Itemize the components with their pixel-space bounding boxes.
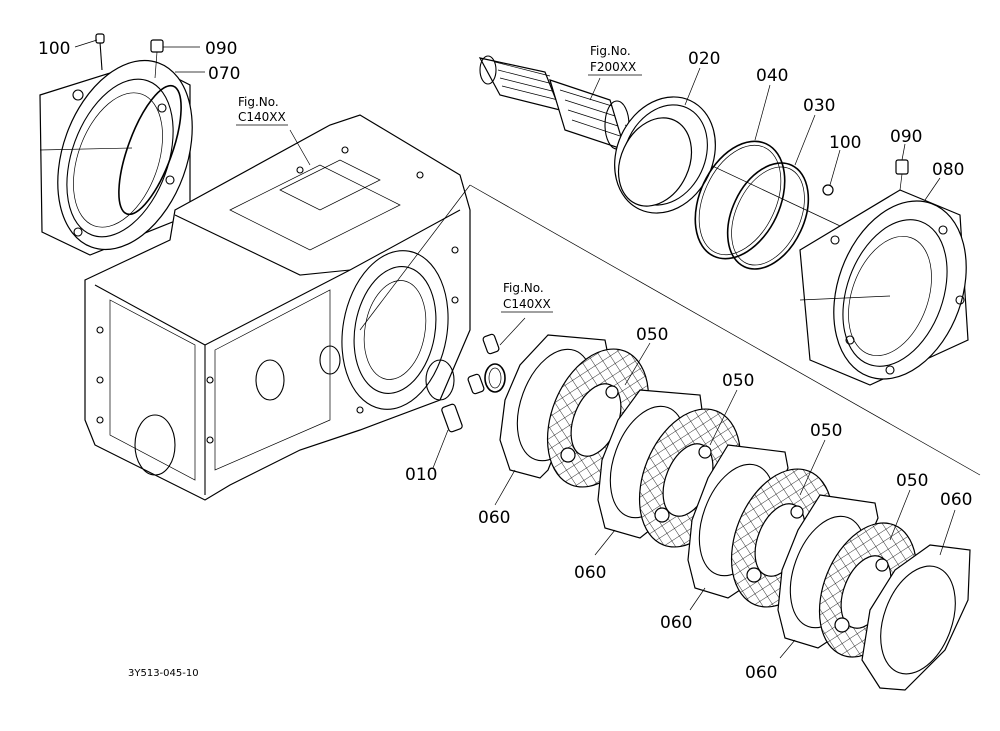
drawing-code: 3Y513-045-10 bbox=[128, 668, 199, 679]
callout-060: 060 bbox=[478, 508, 510, 528]
o-ring-040 bbox=[694, 140, 786, 260]
oil-seal-020 bbox=[614, 96, 716, 214]
callout-090: 090 bbox=[205, 39, 237, 59]
callout-080: 080 bbox=[932, 160, 964, 180]
fig-ref-number: C140XX bbox=[238, 110, 286, 124]
fig-ref-number: F200XX bbox=[590, 60, 636, 74]
o-ring-030 bbox=[726, 162, 810, 270]
callout-070: 070 bbox=[208, 64, 240, 84]
fig-ref-label: Fig.No. bbox=[590, 44, 631, 58]
callout-050: 050 bbox=[636, 325, 668, 345]
fig-ref-number: C140XX bbox=[503, 297, 551, 311]
callout-020: 020 bbox=[688, 49, 720, 69]
callout-050: 050 bbox=[896, 471, 928, 491]
brake-case-070 bbox=[39, 33, 193, 256]
fig-ref-label: Fig.No. bbox=[238, 95, 279, 109]
shaft-assembly bbox=[478, 55, 871, 241]
callout-090: 090 bbox=[890, 127, 922, 147]
callout-100: 100 bbox=[38, 39, 70, 59]
callout-050: 050 bbox=[810, 421, 842, 441]
callout-060: 060 bbox=[574, 563, 606, 583]
callout-060: 060 bbox=[660, 613, 692, 633]
callout-060: 060 bbox=[745, 663, 777, 683]
fig-ref-label: Fig.No. bbox=[503, 281, 544, 295]
callout-060: 060 bbox=[940, 490, 972, 510]
callout-050: 050 bbox=[722, 371, 754, 391]
callout-040: 040 bbox=[756, 66, 788, 86]
disc-pack bbox=[499, 334, 971, 691]
callout-010: 010 bbox=[405, 465, 437, 485]
leader-lines bbox=[74, 39, 956, 659]
fig-ref-c140xx-top: Fig.No. C140XX bbox=[236, 95, 288, 126]
callout-030: 030 bbox=[803, 96, 835, 116]
fig-ref-f200xx: Fig.No. F200XX bbox=[588, 44, 642, 76]
callout-labels: 100 090 070 020 040 030 100 090 080 010 … bbox=[38, 39, 972, 683]
brake-case-080 bbox=[799, 159, 969, 386]
callout-100: 100 bbox=[829, 133, 861, 153]
pins-010 bbox=[441, 333, 506, 433]
fig-ref-c140xx-bottom: Fig.No. C140XX bbox=[501, 281, 553, 313]
transmission-case bbox=[84, 114, 981, 501]
